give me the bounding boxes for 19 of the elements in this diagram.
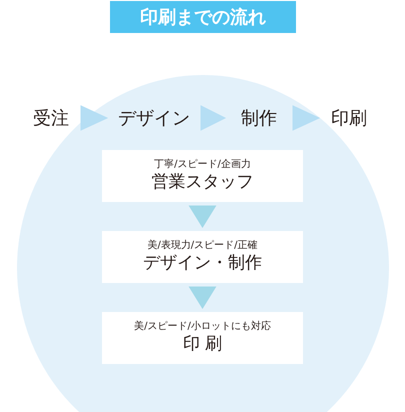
box-heading: 営業スタッフ: [152, 171, 254, 194]
process-box: [102, 312, 303, 364]
step-label: 受注: [24, 104, 78, 132]
step-label: 印刷: [322, 104, 376, 132]
title-banner: 印刷までの流れ: [110, 1, 296, 33]
feature-text: 美/スピード/小ロットにも対応: [134, 320, 271, 334]
process-box: [102, 231, 303, 283]
triangle-arrow: [188, 206, 216, 228]
triangle-arrow: [292, 105, 320, 131]
step-label: デザイン: [110, 104, 198, 132]
triangle-arrow: [80, 105, 108, 131]
step-label: 制作: [228, 104, 290, 132]
triangle-arrow: [200, 105, 226, 131]
box-heading: デザイン・制作: [143, 252, 262, 275]
process-box: [102, 150, 303, 202]
feature-text: 美/表現力/スピード/正確: [147, 239, 258, 252]
triangle-arrow: [188, 286, 216, 309]
feature-text: 丁寧/スピード/企画力: [154, 158, 251, 172]
box-heading: 印 刷: [182, 333, 222, 356]
